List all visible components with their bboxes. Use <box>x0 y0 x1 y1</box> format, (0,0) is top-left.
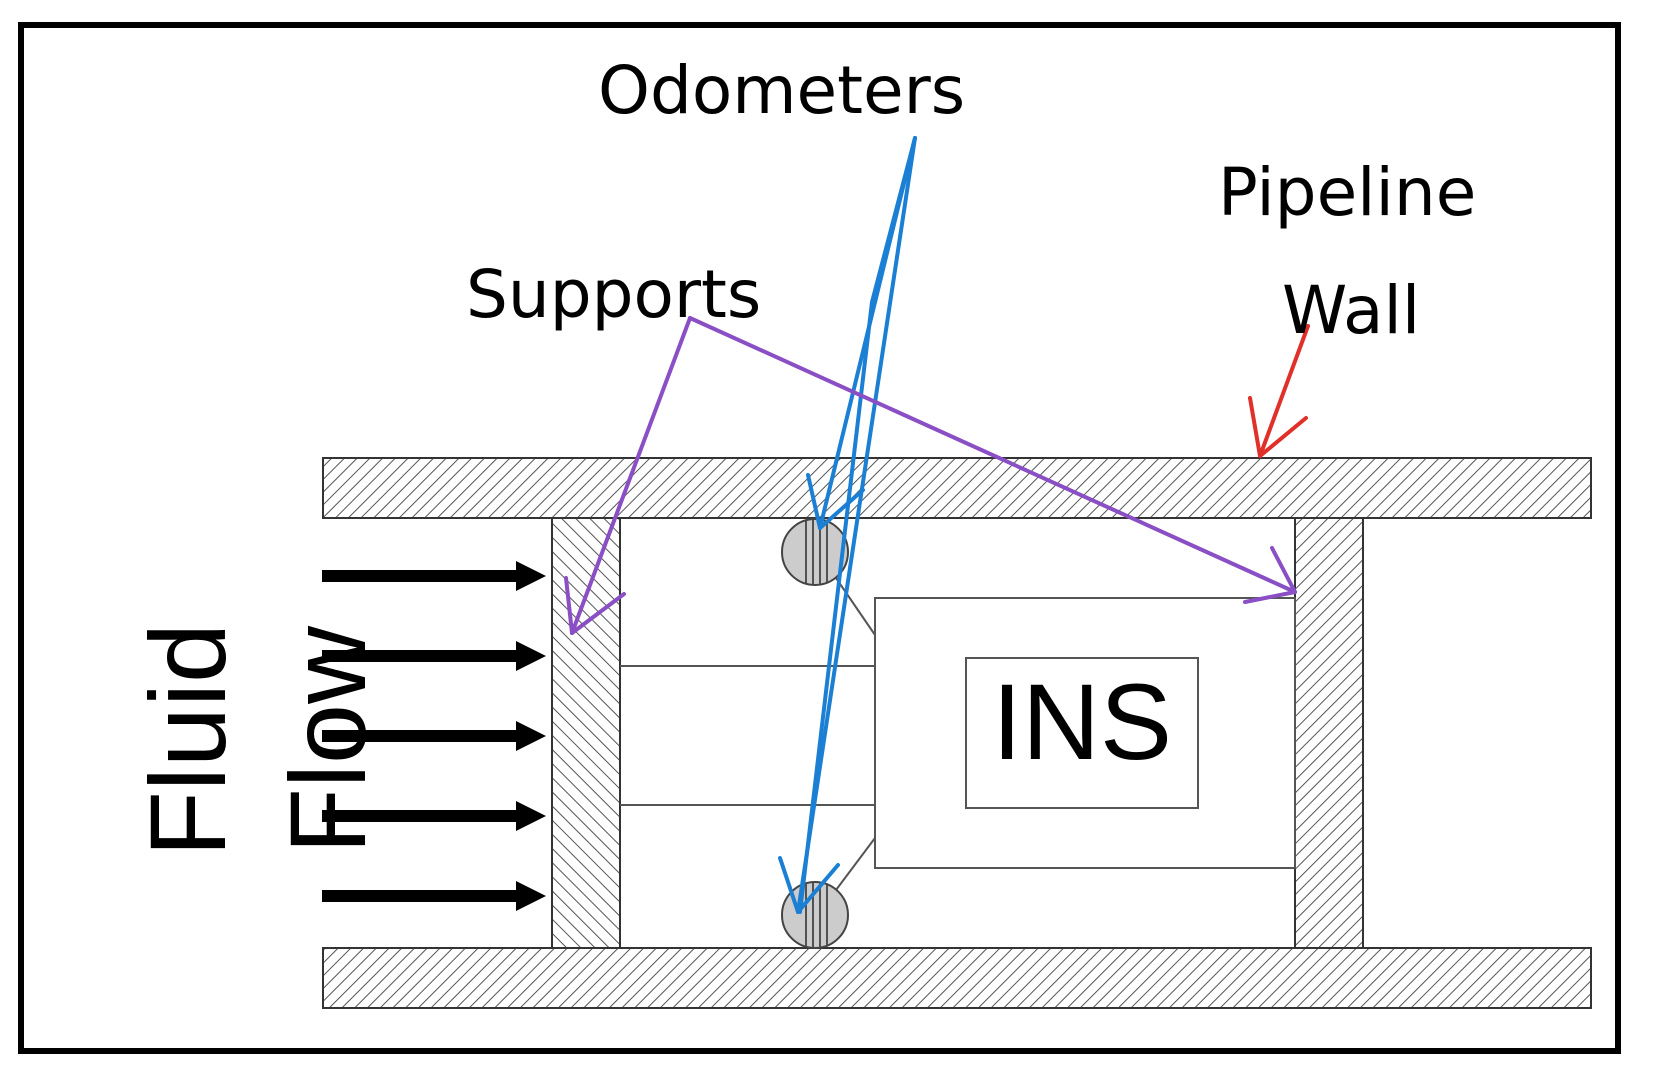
supports-arrow-right <box>688 316 1297 594</box>
odometers-label: Odometers <box>598 52 966 129</box>
ins-box <box>965 657 1199 809</box>
support-right <box>1294 517 1364 949</box>
flow-arrow <box>322 561 546 591</box>
odometer-arrow-bottom-b <box>798 136 917 914</box>
flow-arrow <box>322 881 546 911</box>
pipeline-wall-bottom <box>322 947 1592 1009</box>
odometer-arrow-bottom-head <box>778 856 840 914</box>
flow-arrow <box>322 641 546 671</box>
odometer-arm-top <box>835 577 876 636</box>
flow-arrow <box>322 721 546 751</box>
supports-label: Supports <box>466 256 762 333</box>
odometer-arm-bottom <box>835 837 876 891</box>
pipeline-wall-top <box>322 457 1592 519</box>
wall-arrow <box>1248 324 1310 458</box>
odometer-arrows <box>778 136 917 914</box>
supports-arrows <box>564 316 1297 635</box>
flow-arrows <box>322 561 546 911</box>
flow-label: Flow <box>267 625 388 855</box>
ins-label: INS <box>991 661 1173 782</box>
supports-arrow-left-head <box>564 576 626 635</box>
supports-arrow-left <box>570 316 692 635</box>
support-left <box>551 517 621 949</box>
supports-arrow-right-head <box>1243 546 1297 604</box>
flow-arrow <box>322 801 546 831</box>
pipeline-label: Pipeline <box>1218 154 1477 231</box>
wall-label: Wall <box>1282 272 1421 349</box>
odometer-wheel-top <box>781 518 849 586</box>
odometer-arrow-bottom-a <box>796 136 917 914</box>
fluid-label: Fluid <box>127 622 248 858</box>
